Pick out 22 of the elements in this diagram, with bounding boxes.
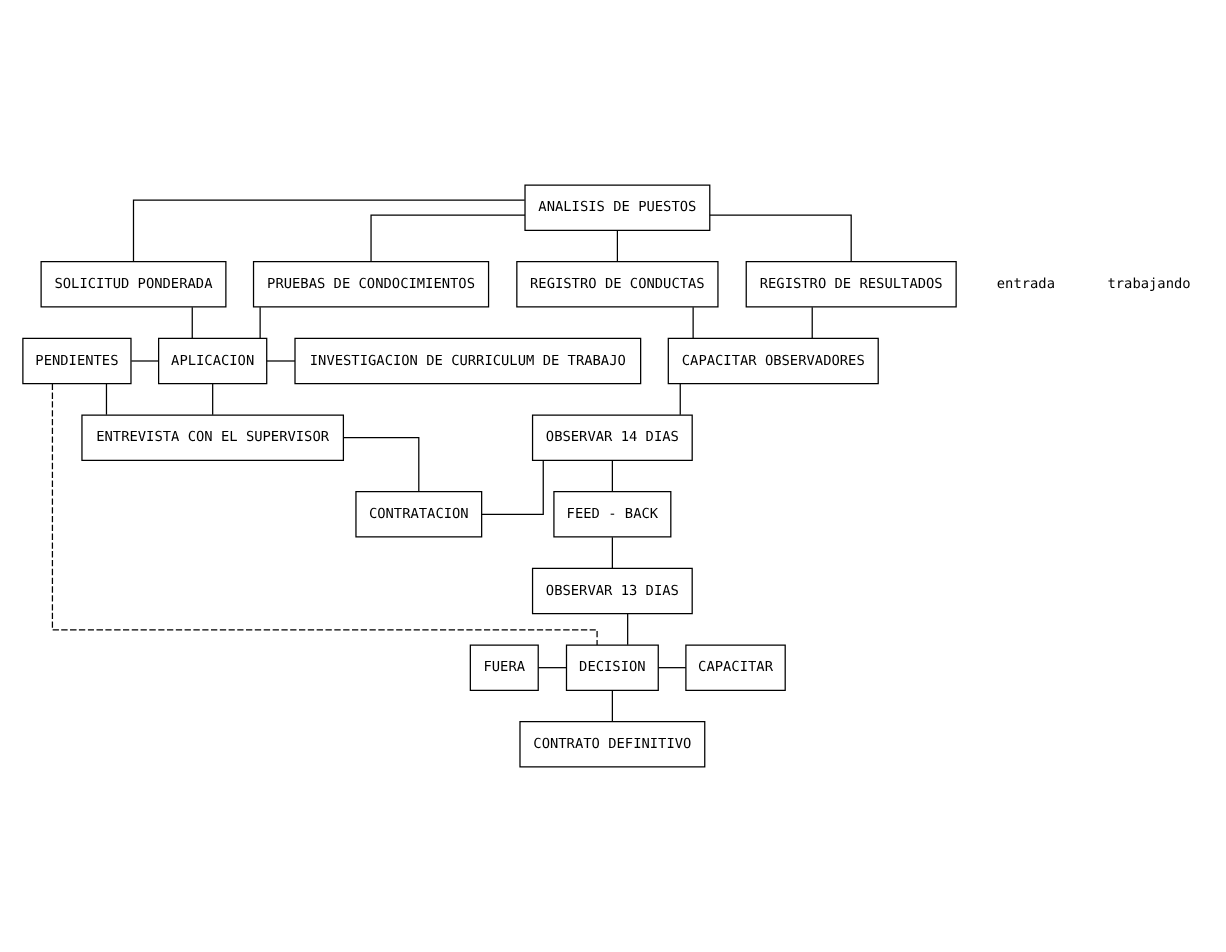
connector <box>627 613 629 646</box>
connector <box>709 214 852 263</box>
connector <box>51 383 598 646</box>
connector <box>811 306 813 339</box>
connector <box>537 667 567 669</box>
connector <box>132 199 526 262</box>
connector <box>481 460 544 515</box>
connector <box>343 437 420 492</box>
connector <box>370 214 526 263</box>
connector <box>611 536 613 569</box>
connector <box>692 306 694 339</box>
connector <box>679 383 681 416</box>
connector <box>611 460 613 492</box>
connector <box>259 306 261 339</box>
connector <box>191 306 193 339</box>
connector <box>105 383 108 416</box>
connector <box>611 690 613 722</box>
connector <box>130 360 159 362</box>
connector <box>657 667 687 669</box>
connector <box>616 230 619 262</box>
connector <box>266 360 296 362</box>
connector <box>212 383 214 416</box>
